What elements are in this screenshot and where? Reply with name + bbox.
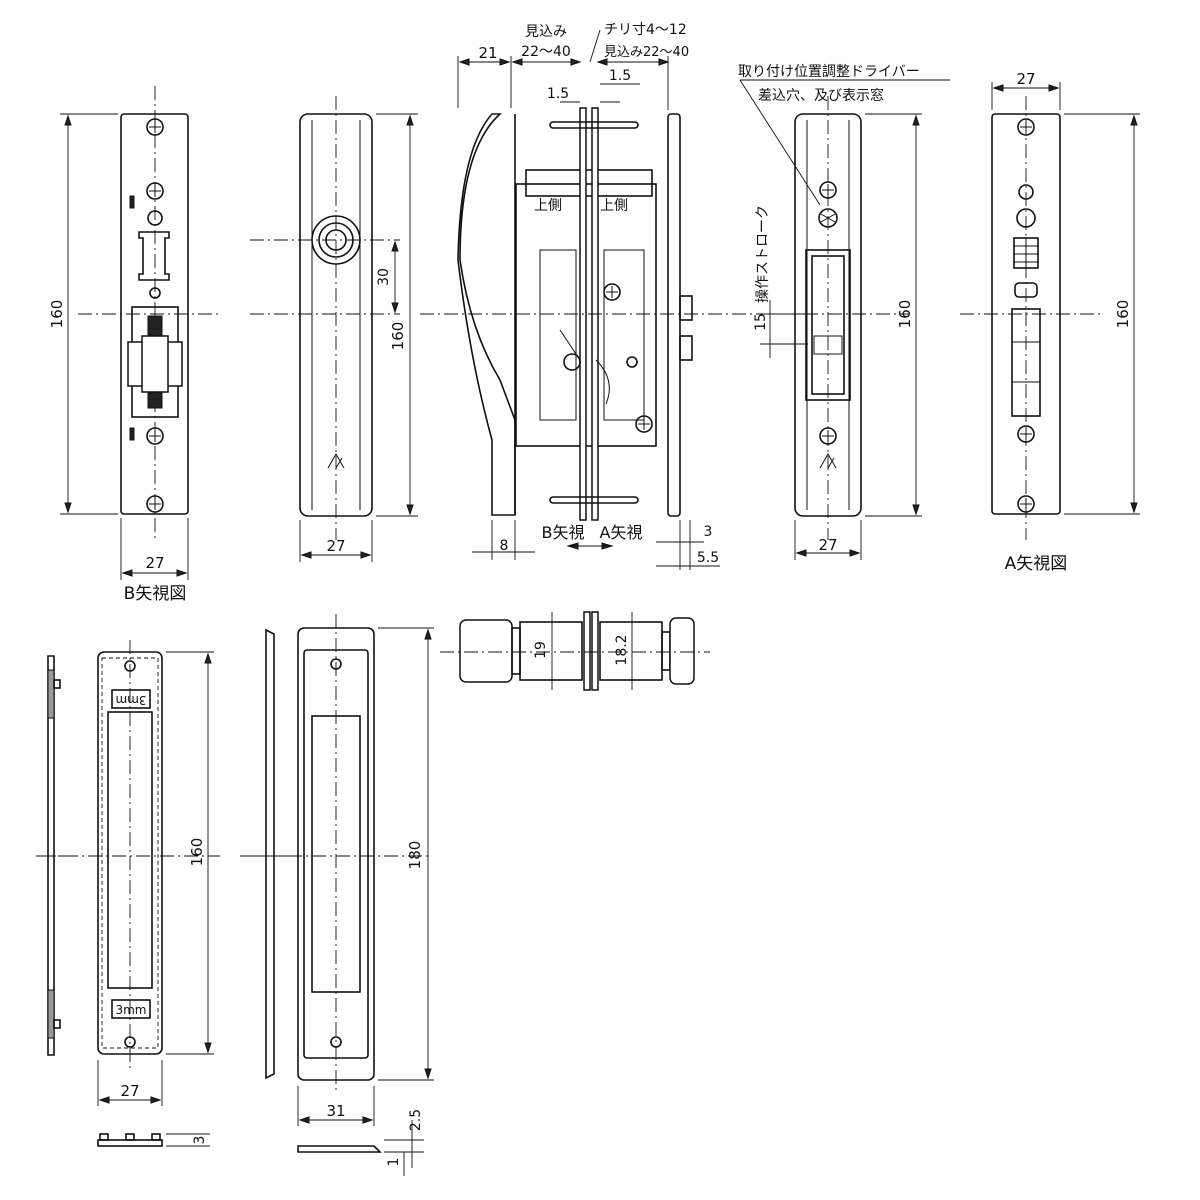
a-arrow-label: A矢視 <box>600 523 643 542</box>
thickness-mark-top: 3mm <box>115 693 146 707</box>
strike-bottom-profile <box>97 1133 210 1147</box>
recessed-handle <box>240 614 430 1094</box>
dim-15-left-label: 1.5 <box>547 86 569 102</box>
handle-profile <box>250 628 290 1080</box>
dim-15-stroke-label: 15 <box>753 313 769 331</box>
stroke-view-dimensions <box>739 79 950 560</box>
b-view-plate <box>78 86 218 540</box>
stroke-27-label: 27 <box>818 536 837 554</box>
front-plate-dimensions <box>299 113 418 562</box>
a-view-plate <box>960 96 1100 540</box>
front-160-label: 160 <box>389 322 407 351</box>
b-view-dimensions <box>60 113 189 580</box>
driver-label-1: 取り付け位置調整ドライバー <box>738 64 920 80</box>
handle-25-label: 2.5 <box>408 1109 424 1131</box>
strike-profile <box>36 655 70 1056</box>
strike-plate <box>40 640 220 1070</box>
driver-label-2: 差込穴、及び表示窓 <box>758 87 884 104</box>
front-30-label: 30 <box>376 268 392 286</box>
dim-19-label: 19 <box>533 641 549 659</box>
b-view-height-label: 160 <box>48 300 66 329</box>
a-view-dimensions <box>991 82 1140 515</box>
dim-21-label: 21 <box>478 44 497 62</box>
cylinder-view <box>440 611 710 691</box>
front-27-label: 27 <box>326 537 345 555</box>
mikomi-range-label: 22～40 <box>521 44 571 60</box>
dim-8-label: 8 <box>500 538 509 554</box>
stroke-view-plate <box>794 96 862 540</box>
b-view-width-label: 27 <box>145 554 164 572</box>
upper-side-label-a: 上側 <box>600 198 628 214</box>
recessed-handle-dimensions <box>297 627 434 1126</box>
handle-bottom-profile <box>297 1120 424 1176</box>
a-view-height-label: 160 <box>1114 300 1132 329</box>
b-arrow-label: B矢視 <box>542 523 585 542</box>
stroke-160-label: 160 <box>896 300 914 329</box>
strike-27-label: 27 <box>120 1082 139 1100</box>
dim-182-label: 18.2 <box>614 634 630 665</box>
side-section-dimensions <box>457 29 720 570</box>
strike-3-label: 3 <box>192 1136 208 1145</box>
a-view-width-label: 27 <box>1016 70 1035 88</box>
handle-180-label: 180 <box>406 841 424 870</box>
front-plate <box>250 96 400 540</box>
brand-logo-icon <box>327 452 345 469</box>
chiri-label: チリ寸4～12 <box>604 22 687 38</box>
upper-side-label-b: 上側 <box>534 198 562 214</box>
b-view-title: B矢視図 <box>124 584 187 604</box>
handle-1-label: 1 <box>386 1158 402 1167</box>
strike-plate-dimensions <box>97 651 214 1106</box>
brand-logo-icon-2 <box>819 452 837 469</box>
mikomi-label: 見込み <box>525 24 567 40</box>
dim-55-label: 5.5 <box>697 550 719 566</box>
stroke-label: 操作ストローク <box>755 205 771 303</box>
side-section <box>420 107 910 521</box>
dim-15-right-label: 1.5 <box>609 68 631 84</box>
a-view-title: A矢視図 <box>1005 554 1068 574</box>
handle-31-label: 31 <box>326 1102 345 1120</box>
mikomi-small-label: 見込み22～40 <box>604 45 689 60</box>
dim-3-label: 3 <box>704 524 713 540</box>
thickness-mark-bottom: 3mm <box>115 1003 146 1017</box>
strike-160-label: 160 <box>188 838 206 867</box>
